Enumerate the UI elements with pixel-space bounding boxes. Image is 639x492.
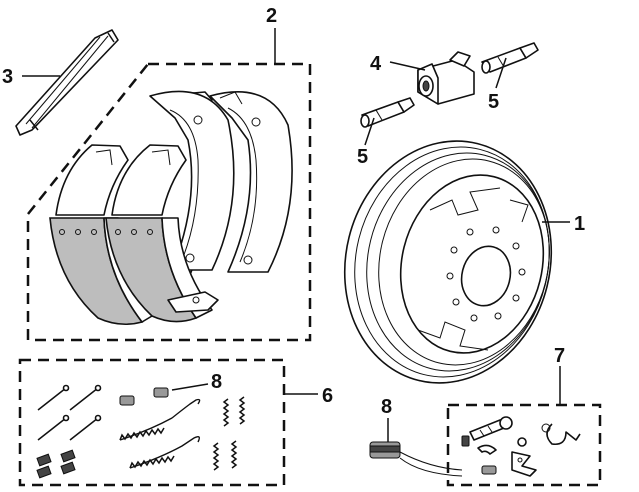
callout-8-lower: 8 [381,396,392,418]
return-springs-icon [119,398,201,469]
adjuster-kit-box [446,403,602,487]
adjuster-link-icon [15,29,119,136]
callout-5-upper: 5 [488,91,499,113]
leader-line-4 [389,61,426,71]
callout-1: 1 [574,213,585,235]
leader-line-5-upper [495,57,507,89]
callout-2: 2 [266,5,277,27]
rear-shoe-right-icon [209,91,293,273]
spring-clips-icon [119,387,169,406]
callout-4: 4 [370,53,382,75]
callout-7: 7 [554,345,565,367]
adjuster-lever-icon [511,451,537,477]
pushrod-upper-icon [481,42,539,74]
callout-3: 3 [2,66,13,88]
callout-5-lower: 5 [357,146,368,168]
callout-6: 6 [322,385,333,407]
adjuster-cable-icon [541,423,581,446]
callout-8-upper: 8 [211,371,222,393]
wheel-cylinder-icon [417,51,475,105]
adjuster-springs-icon [212,396,246,471]
brake-drum-icon [343,140,553,384]
adjuster-small-parts-icon [461,435,527,475]
pushrod-lower-icon [360,97,415,128]
adjuster-screw-icon [469,416,513,441]
hold-down-springs-icon [36,449,76,479]
spring-clip-icon [369,441,463,477]
front-shoe-right-icon [105,144,219,323]
shoe-set-box [26,62,312,342]
hardware-kit-box [18,358,286,487]
hold-down-pins-icon [37,384,102,441]
leader-line-5-lower [364,117,375,146]
leader-line-8-upper [171,383,209,391]
